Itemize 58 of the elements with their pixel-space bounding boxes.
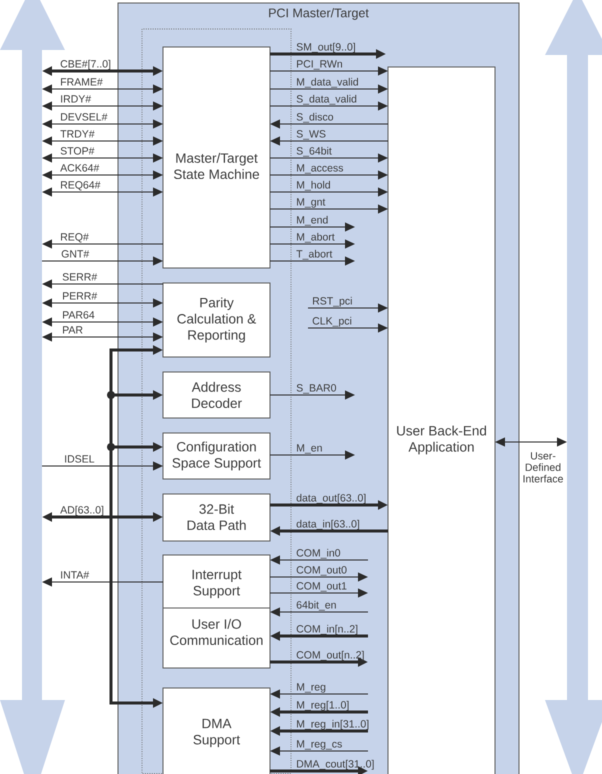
edge-label: REQ64# <box>61 181 100 190</box>
edge-label: S_64bit <box>296 146 332 157</box>
edge-label: CLK_pci <box>312 316 352 327</box>
edge-label: S_data_valid <box>296 94 356 105</box>
edge-label: TRDY# <box>60 130 95 138</box>
block-box: User I/O Communication <box>162 608 270 668</box>
edge-label: IDSEL <box>65 455 94 463</box>
edge-label: M_reg[1..0] <box>297 700 349 711</box>
edge-label: M_en <box>297 444 322 454</box>
edge-label: S_BAR0 <box>296 384 336 394</box>
edge-label: data_in[63..0] <box>296 520 360 530</box>
edge-label: M_abort <box>297 232 335 243</box>
edge-label: M_hold <box>297 180 330 191</box>
edge-label: 64bit_en <box>296 600 336 611</box>
edge-label: data_out[63..0] <box>296 494 366 504</box>
block-box: Address Decoder <box>162 372 270 418</box>
edge-label: IRDY# <box>61 95 92 102</box>
edge-label: M_reg <box>297 683 326 693</box>
edge-label: S_disco <box>296 112 334 123</box>
edge-label: AD[63..0] <box>60 506 104 516</box>
block-box: Configuration Space Support <box>162 432 270 480</box>
edge-label: GNT# <box>62 250 90 258</box>
edge-label: SM_out[9..0] <box>296 42 355 53</box>
edge-label: DMA_cout[31..0] <box>297 760 374 770</box>
edge-label: PCI_RWn <box>297 60 342 70</box>
block-box: User Back-End Application <box>388 66 496 774</box>
edge-label: SERR# <box>62 273 98 281</box>
block-box: DMA Support <box>162 688 270 774</box>
block-box: 32-Bit Data Path <box>162 494 270 542</box>
edge-label: STOP# <box>60 147 94 155</box>
edge-label: ACK64# <box>60 164 100 172</box>
edge-label: M_reg_in[31..0] <box>297 720 368 730</box>
edge-label: S_WS <box>296 130 326 140</box>
edge-label: INTA# <box>61 571 90 578</box>
edge-label: M_gnt <box>297 198 326 208</box>
block-box: Parity Calculation & Reporting <box>162 282 270 358</box>
edge-label: COM_out1 <box>296 582 346 592</box>
edge-label: COM_in0 <box>296 548 340 559</box>
edge-label: M_data_valid <box>297 78 358 88</box>
edge-label: PERR# <box>63 292 98 300</box>
edge-label: T_abort <box>296 250 332 260</box>
edge-label: FRAME# <box>61 78 103 86</box>
node-label: Interrupt Support <box>192 570 242 598</box>
edge-label: RST_pci <box>313 296 352 307</box>
edge-label: REQ# <box>61 233 89 242</box>
edge-label: COM_out[n..2] <box>296 650 364 661</box>
edge-label: COM_in[n..2] <box>296 624 358 635</box>
edge-label: M_reg_cs <box>297 740 342 750</box>
edge-label: PAR <box>63 326 83 334</box>
edge-label: M_access <box>297 164 344 174</box>
block-box: Interrupt Support <box>162 554 270 608</box>
edge-label: User-Defined Interface <box>524 452 563 483</box>
edge-label: PAR64 <box>63 311 94 319</box>
edge-label: DEVSEL# <box>61 113 108 121</box>
edge-label: COM_out0 <box>296 566 347 576</box>
block-box: Master/Target State Machine <box>162 46 270 268</box>
node-label: User I/O Communication <box>170 618 262 646</box>
edge-label: M_end <box>297 216 328 226</box>
